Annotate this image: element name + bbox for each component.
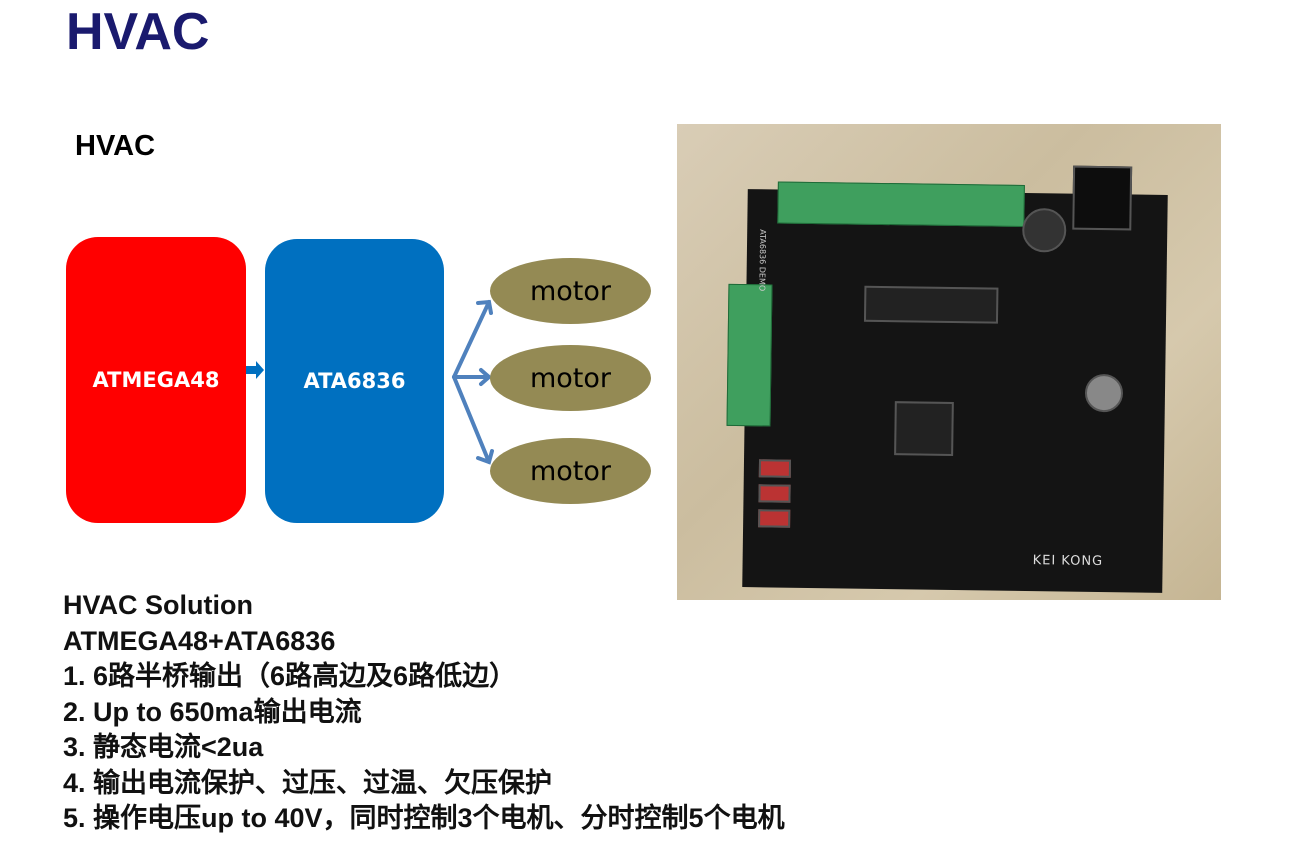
arrow-mcu-to-driver [246,361,264,379]
button [758,484,791,503]
section-heading: HVAC [75,130,156,162]
ata6836-block: ATA6836 [265,239,444,523]
atmega48-block: ATMEGA48 [66,237,246,523]
motor-3: motor [490,438,651,504]
notes-line: 4. 输出电流保护、过压、过温、欠压保护 [63,767,553,798]
board-photo: ATA6836 DEMO KEI KONG [677,124,1221,600]
notes-line: 2. Up to 650ma输出电流 [63,696,362,727]
button [758,459,792,478]
notes-line: 3. 静态电流<2ua [63,732,264,762]
notes-line: 5. 操作电压up to 40V，同时控制3个电机、分时控制5个电机 [63,803,785,833]
slide-title: HVAC [66,3,210,61]
ata6836-label: ATA6836 [303,369,406,393]
ata6836-chip [863,285,999,324]
capacitor [1021,207,1067,253]
motor-label: motor [529,455,612,487]
arrow-to-motor-2 [452,368,493,386]
motor-label: motor [529,362,612,394]
notes-line: ATMEGA48+ATA6836 [63,625,336,656]
power-jack [1072,165,1133,231]
motor-label: motor [529,275,612,307]
capacitor [1084,373,1124,413]
arrow-to-motor-1 [452,299,493,379]
atmega48-chip [894,401,954,456]
solution-notes: HVAC Solution ATMEGA48+ATA6836 1. 6路半桥输出… [63,588,785,837]
board-brand: KEI KONG [1032,553,1104,570]
terminal-block-top [777,181,1025,227]
motor-2: motor [490,345,651,411]
terminal-block-left [726,283,773,427]
board-label: ATA6836 DEMO [757,229,768,292]
notes-heading: HVAC Solution [63,590,253,620]
notes-line: 1. 6路半桥输出（6路高边及6路低边） [63,661,517,691]
arrow-to-motor-3 [452,375,494,465]
pcb-board: ATA6836 DEMO KEI KONG [726,165,1168,593]
atmega48-label: ATMEGA48 [92,368,220,392]
button [758,509,791,528]
motor-1: motor [490,258,651,324]
